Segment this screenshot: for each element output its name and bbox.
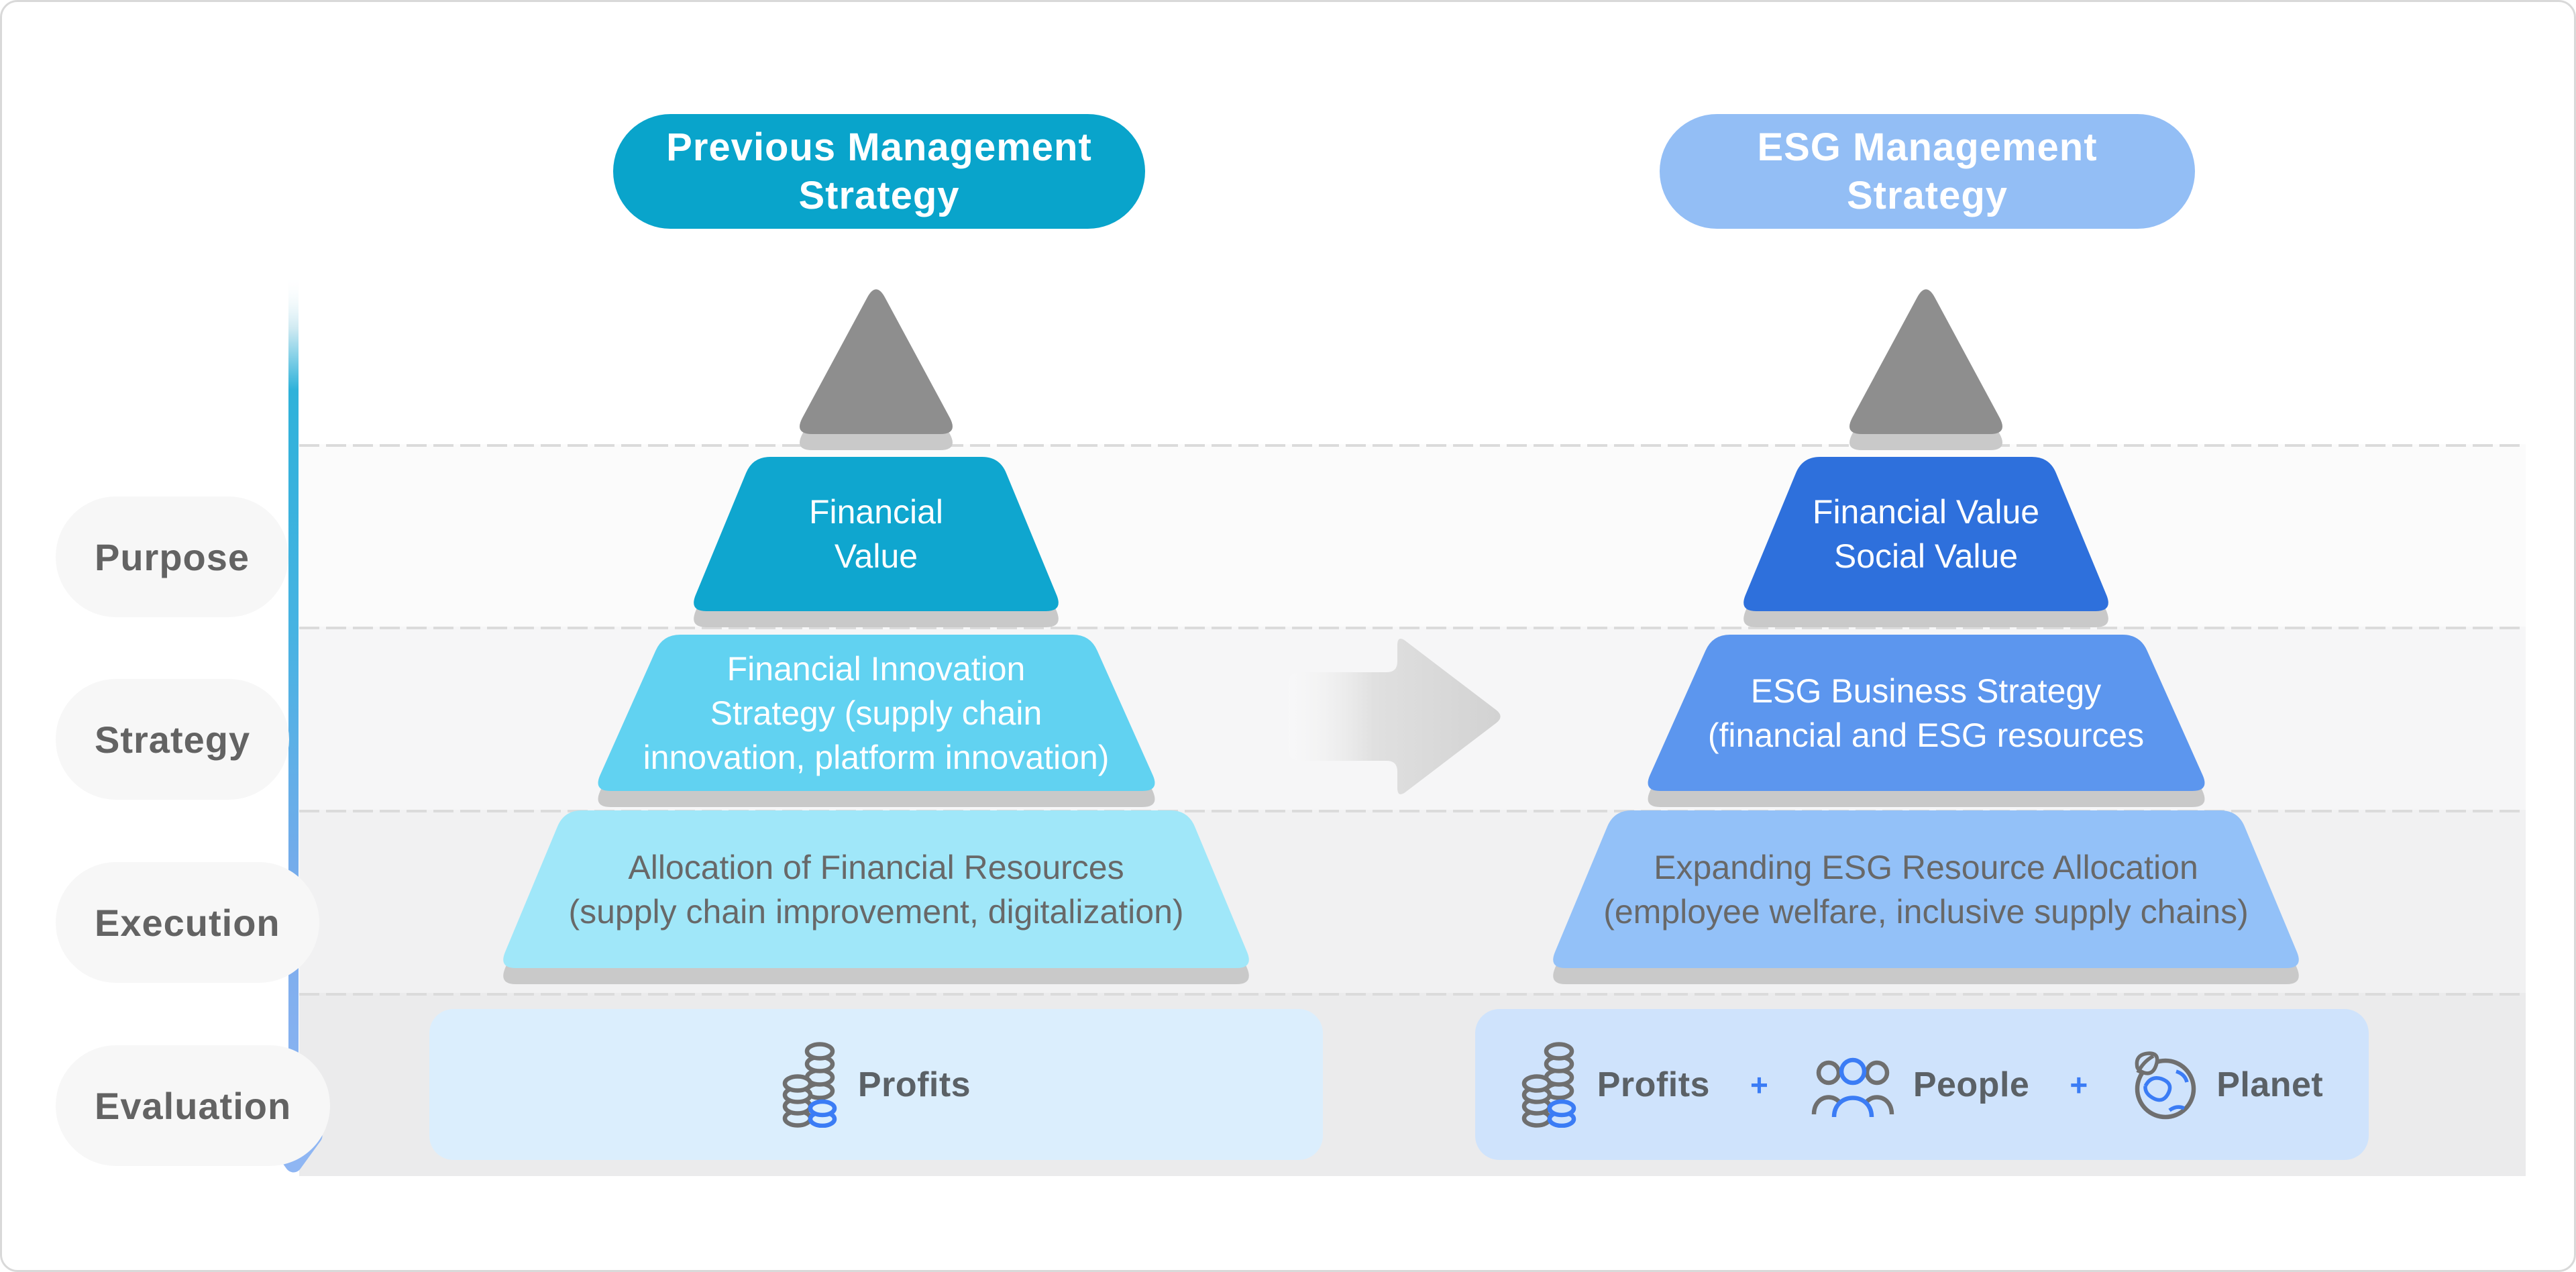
people-item: People: [1809, 1050, 2030, 1120]
planet-item: Planet: [2128, 1049, 2323, 1121]
profits-label: Profits: [857, 1065, 971, 1104]
right-arrow-icon: [1289, 639, 1501, 794]
stage-label-purpose-text: Purpose: [95, 535, 250, 578]
profits-label: Profits: [1597, 1065, 1710, 1104]
left-evaluation-panel: Profits: [429, 1009, 1323, 1160]
stage-label-strategy: Strategy: [56, 679, 290, 800]
stage-label-execution: Execution: [56, 862, 319, 983]
stage-label-execution-text: Execution: [95, 901, 280, 944]
left-strategy-trapezoid: [598, 635, 1155, 791]
plus-sign: +: [1750, 1067, 1768, 1102]
left-execution-trapezoid: [503, 810, 1249, 968]
right-purpose-trapezoid: [1743, 457, 2108, 611]
planet-icon: [2135, 1051, 2196, 1119]
profits-item: Profits: [782, 1041, 971, 1128]
people-icon: [1811, 1057, 1894, 1117]
band-purpose: [299, 444, 2526, 627]
plus-sign: +: [2070, 1067, 2088, 1102]
right-execution-trapezoid: [1553, 810, 2299, 968]
right-evaluation-panel: Profits + People +: [1475, 1009, 2369, 1160]
stage-label-strategy-text: Strategy: [95, 718, 251, 761]
coins-icon: [1521, 1041, 1576, 1128]
right-strategy-trapezoid: [1648, 635, 2205, 791]
right-strategy-text: ESG Business Strategy (financial and ESG…: [1707, 672, 2145, 754]
left-purpose-text: Financial Value: [808, 493, 944, 575]
right-purpose-text: Financial Value Social Value: [1812, 493, 2040, 575]
coins-icon: [782, 1041, 837, 1128]
planet-label: Planet: [2216, 1065, 2324, 1104]
stage-label-purpose: Purpose: [56, 496, 289, 617]
stage-label-evaluation-text: Evaluation: [95, 1084, 292, 1127]
right-pyramid-apex-triangle: [1849, 289, 2002, 434]
left-execution-text: Allocation of Financial Resources (suppl…: [568, 848, 1184, 931]
right-execution-text: Expanding ESG Resource Allocation (emplo…: [1603, 848, 2249, 931]
left-pyramid-apex-triangle: [800, 289, 953, 434]
profits-item: Profits: [1521, 1041, 1710, 1128]
stage-label-evaluation: Evaluation: [56, 1045, 331, 1166]
people-label: People: [1913, 1065, 2030, 1104]
left-purpose-trapezoid: [694, 457, 1059, 611]
previous-strategy-title: Previous Management Strategy: [613, 114, 1145, 229]
esg-strategy-title: ESG Management Strategy: [1660, 114, 2195, 229]
left-strategy-text: Financial Innovation Strategy (supply ch…: [643, 649, 1110, 776]
